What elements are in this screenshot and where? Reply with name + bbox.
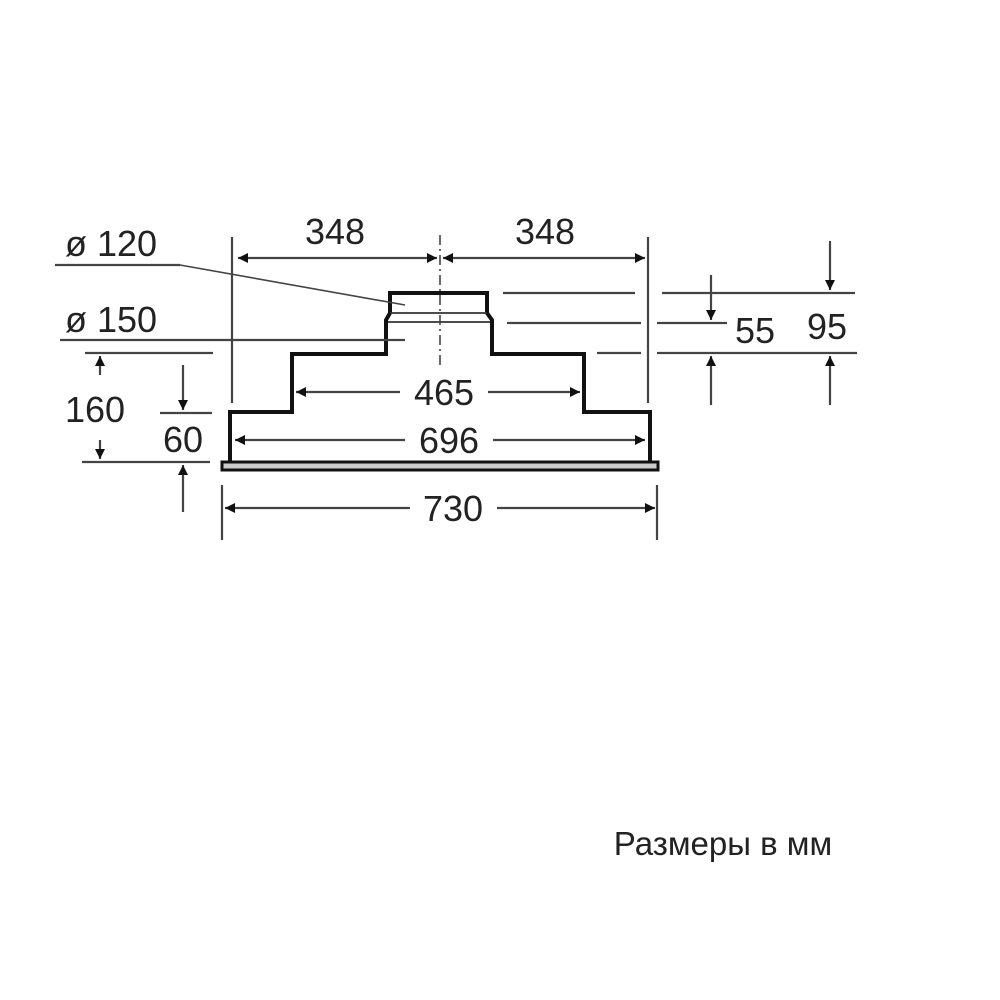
dim-outlet-120: ø 120 bbox=[65, 223, 157, 264]
dim-middle-width: 465 bbox=[414, 372, 474, 413]
dim-base-width: 696 bbox=[419, 420, 479, 461]
base-plate bbox=[220, 460, 660, 472]
dimension-arrows bbox=[95, 241, 835, 513]
units-caption: Размеры в мм bbox=[614, 825, 832, 862]
extension-lines bbox=[55, 237, 857, 540]
dim-collar-55: 55 bbox=[735, 310, 775, 351]
hood-outline bbox=[220, 235, 660, 472]
dim-total-height: 160 bbox=[65, 389, 125, 430]
dim-plate-width: 730 bbox=[423, 488, 483, 529]
dim-left-half-width: 348 bbox=[305, 211, 365, 252]
dim-base-height: 60 bbox=[163, 419, 203, 460]
dim-outlet-150: ø 150 bbox=[65, 299, 157, 340]
dim-collar-95: 95 bbox=[807, 306, 847, 347]
dim-right-half-width: 348 bbox=[515, 211, 575, 252]
